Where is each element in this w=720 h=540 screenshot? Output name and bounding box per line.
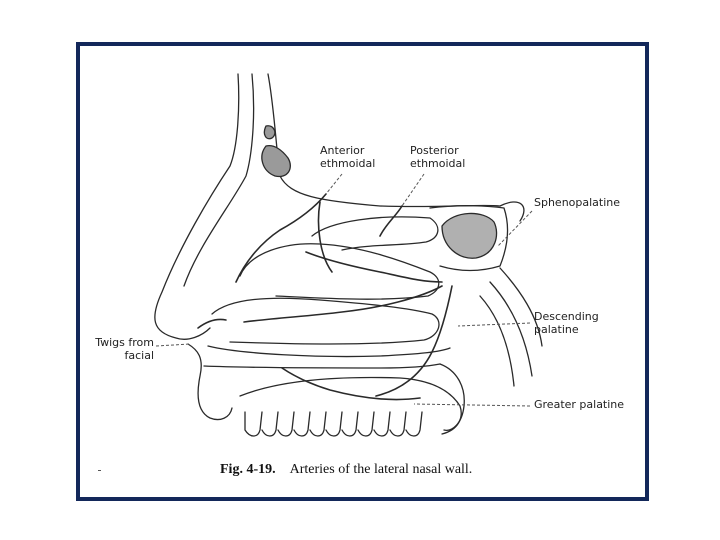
caption-text: Arteries of the lateral nasal wall. bbox=[289, 462, 473, 477]
frontal-sinus bbox=[261, 144, 291, 178]
figure-caption: Fig. 4-19. Arteries of the lateral nasal … bbox=[220, 462, 472, 478]
skull-base-line bbox=[267, 73, 525, 222]
leader-twigs-from-facial bbox=[155, 343, 191, 347]
label-twigs-from-facial: Twigs from facial bbox=[95, 336, 154, 362]
artery-anterior-branch bbox=[317, 201, 333, 273]
artery-greater-palatine bbox=[281, 367, 421, 401]
caption-number: Fig. 4-19. bbox=[220, 462, 276, 477]
sphenoid-body bbox=[429, 205, 509, 272]
pharynx-line-1 bbox=[479, 295, 515, 387]
sphenoid-sinus bbox=[441, 212, 498, 259]
stray-mark bbox=[98, 470, 101, 471]
leader-anterior-ethmoidal bbox=[325, 173, 343, 195]
label-greater-palatine: Greater palatine bbox=[534, 398, 625, 411]
artery-sphenopalatine-branch bbox=[243, 285, 443, 323]
teeth-row bbox=[244, 411, 423, 437]
artery-descending-palatine bbox=[375, 285, 453, 397]
artery-facial-twigs bbox=[197, 318, 227, 329]
figure-frame: Anterior ethmoidal Posterior ethmoidal S… bbox=[76, 42, 649, 501]
leader-descending-palatine bbox=[457, 322, 531, 327]
pharynx-line-3 bbox=[499, 267, 543, 347]
leader-sphenopalatine bbox=[497, 210, 533, 247]
label-sphenopalatine: Sphenopalatine bbox=[534, 196, 621, 209]
hard-palate bbox=[207, 345, 451, 358]
label-descending-palatine: Descending palatine bbox=[534, 310, 599, 336]
upper-lip bbox=[187, 343, 233, 421]
nasal-wall-illustration bbox=[154, 73, 543, 437]
label-anterior-ethmoidal: Anterior ethmoidal bbox=[320, 144, 376, 170]
artery-anterior-ethmoidal bbox=[235, 193, 327, 283]
middle-turbinate bbox=[239, 243, 440, 300]
superior-turbinate bbox=[311, 216, 439, 251]
frontal-bone-outline bbox=[154, 73, 240, 340]
frontal-sinus-upper bbox=[263, 125, 276, 140]
pharynx-line-2 bbox=[489, 281, 533, 377]
alveolar-process bbox=[239, 376, 462, 435]
nasal-dorsum-outline bbox=[183, 73, 255, 287]
palate-lower bbox=[203, 363, 441, 369]
leader-posterior-ethmoidal bbox=[401, 173, 425, 207]
soft-palate bbox=[439, 363, 465, 431]
artery-sphenopalatine bbox=[305, 251, 443, 283]
artery-posterior-ethmoidal bbox=[379, 205, 403, 237]
label-posterior-ethmoidal: Posterior ethmoidal bbox=[410, 144, 466, 170]
inferior-turbinate bbox=[211, 297, 440, 345]
leader-greater-palatine bbox=[413, 403, 531, 407]
